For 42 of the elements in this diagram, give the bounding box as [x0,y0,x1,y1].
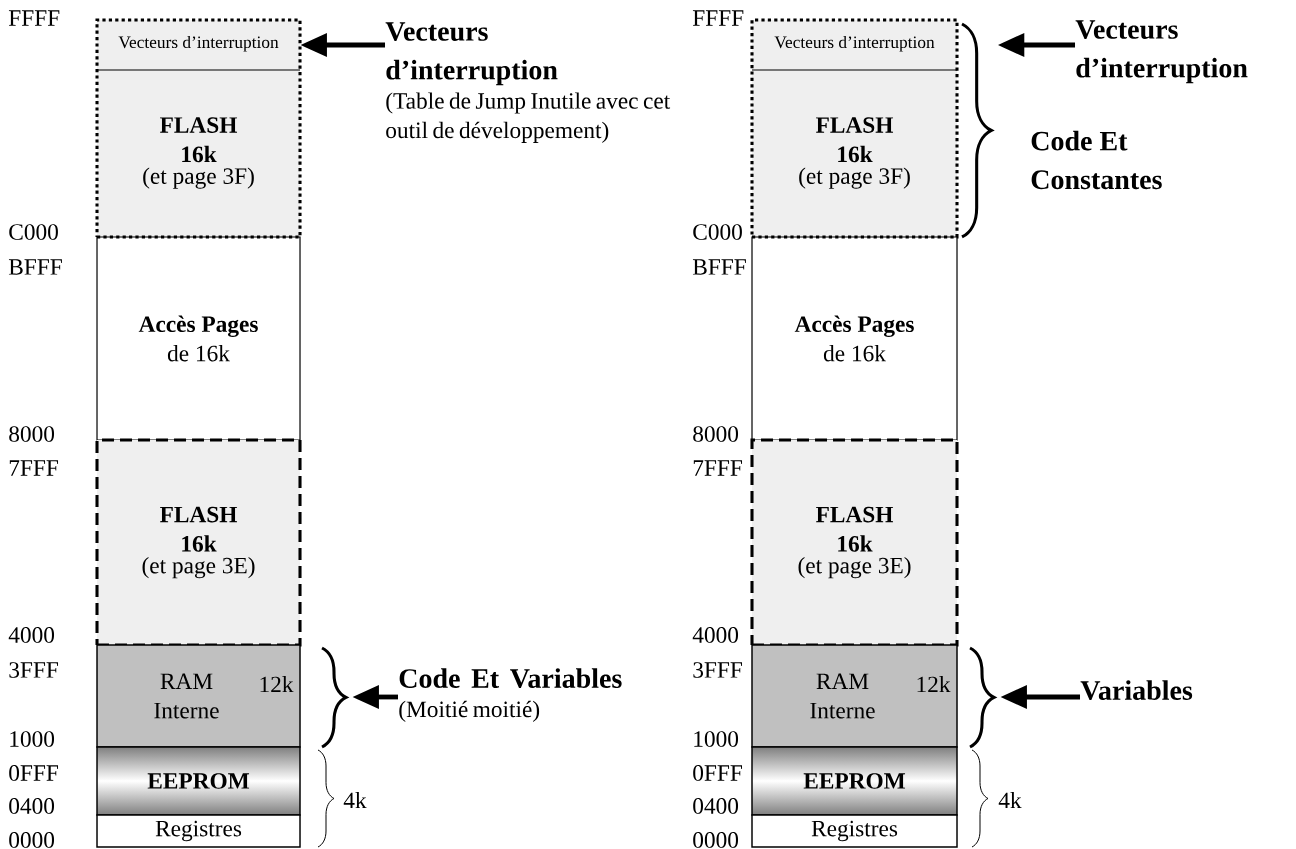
address-label: BFFF [8,259,62,275]
address-label: 8000 [9,426,55,442]
address-label: 4000 [692,627,739,643]
memory-block: FLASH 16k (et page 3E) [95,438,302,647]
size-label: 4k [998,791,1022,809]
brace [969,646,996,749]
size-label: 4k [343,791,367,809]
memory-block: RAM Interne 12k [96,644,301,748]
address-label: 0400 [9,798,55,814]
address-label: 1000 [10,731,55,747]
annotation-text: Code Et Variables (Moitié moitié) [399,668,622,722]
brace [961,22,993,239]
address-label: 0FFF [693,765,742,781]
memory-block: Registres [96,814,301,848]
address-label: 3FFF [9,662,58,678]
address-label: 3FFF [693,662,742,678]
address-label: 7FFF [693,460,742,476]
memory-block: Registres [751,814,958,848]
annotation-text: Variables [1080,680,1193,701]
address-label: 0000 [693,832,739,848]
address-label: 8000 [693,426,739,442]
address-label: 1000 [694,731,739,747]
memory-region: Vecteurs d’interruption [751,35,958,71]
address-label: C000 [693,224,742,240]
address-label: FFFF [8,10,60,26]
annotation-text: Vecteurs d’interruption [1075,20,1248,84]
memory-region: Vecteurs d’interruption [96,35,301,71]
annotation-text: Vecteurs d’interruption (Table de Jump Inutile avec cet outil de développement) [385,22,671,143]
memory-block: EEPROM [96,746,301,816]
address-label: C000 [9,224,58,240]
address-label: FFFF [692,10,744,26]
address-label: 7FFF [9,460,58,476]
address-label: 0FFF [9,765,58,781]
brace [321,646,348,749]
address-label: 0400 [693,798,739,814]
address-label: 0000 [9,832,55,848]
memory-block: FLASH 16k (et page 3E) [750,438,959,647]
memory-block: RAM Interne 12k [751,644,958,748]
memory-block: EEPROM [751,746,958,816]
annotation-text: Code Et Constantes [1031,130,1162,190]
address-label: 4000 [8,627,55,643]
memory-block: Accès Pages de 16k [96,236,301,441]
